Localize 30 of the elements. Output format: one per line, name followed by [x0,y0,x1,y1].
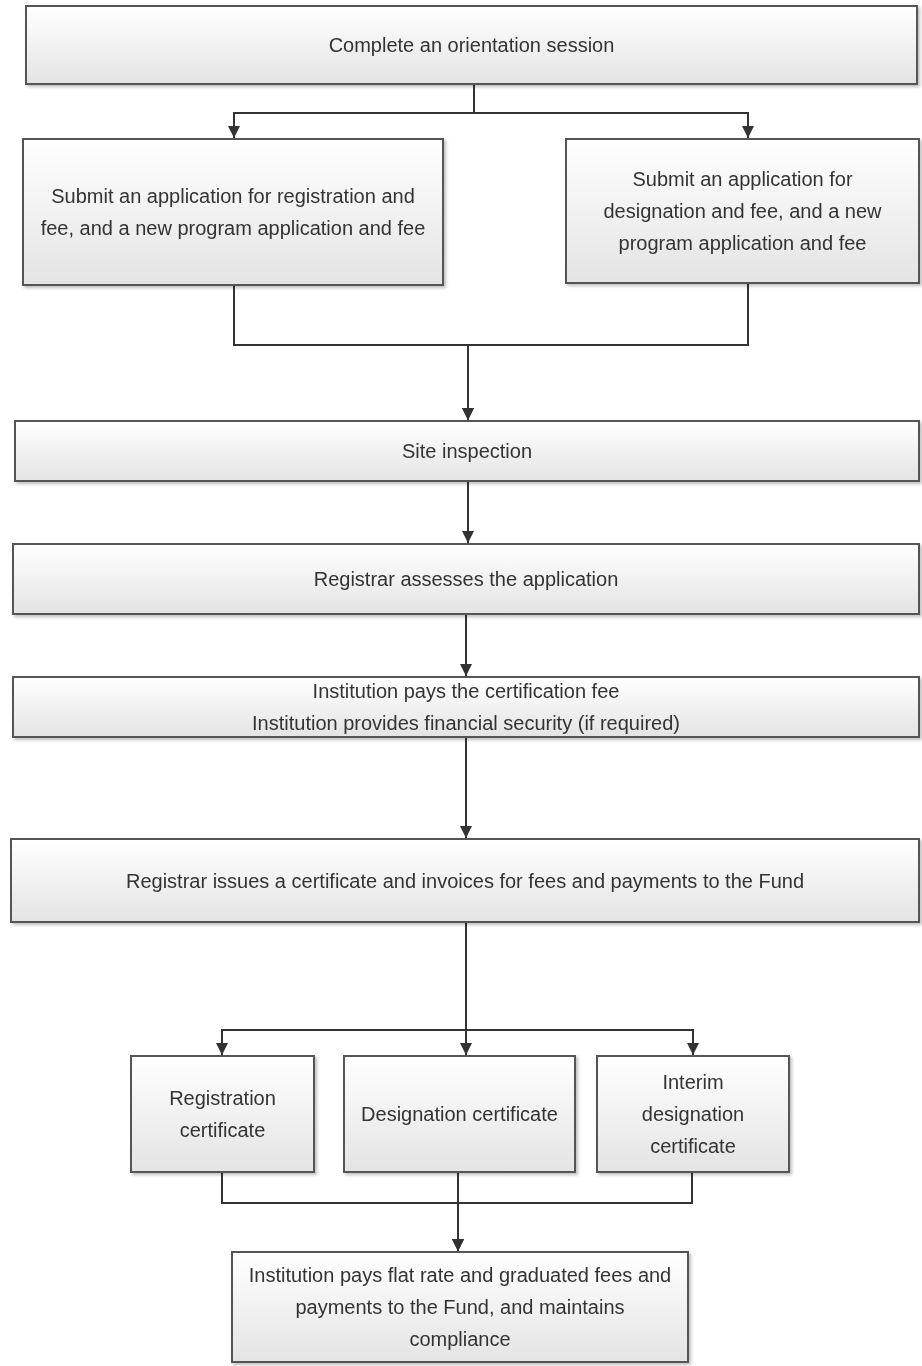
process-box [22,138,444,286]
arrow [465,922,699,1056]
process-box [25,5,918,85]
arrow [460,737,472,839]
arrow [473,84,754,139]
process-box [14,420,920,482]
process-box [10,838,920,923]
arrow [452,1172,693,1252]
arrow [460,614,472,677]
process-box [231,1251,689,1363]
process-box [343,1055,576,1173]
box-text: Registration certificate [168,1086,277,1143]
process-box [596,1055,790,1173]
box-text: Institution pays flat rate and graduated fees and payments to the Fund, and maintains compliance [247,1263,673,1352]
box-text: Submit an application for designation and fee, and a new program application and fee [602,167,883,256]
box-text: Complete an orientation session [328,33,615,58]
arrow [462,283,749,421]
process-box [12,543,920,615]
box-text: Interim designation certificate [640,1070,746,1159]
box-text: Submit an application for registration and fee, and a new program application and fee [39,184,427,241]
box-text: Registrar assesses the application [313,567,619,592]
box-text: Site inspection [401,439,533,464]
box-text: Registrar issues a certificate and invoices for fees and payments to the Fund [125,868,805,894]
process-box [12,676,920,738]
arrow [462,481,474,544]
process-box [130,1055,315,1173]
process-box [565,138,920,284]
box-text: Institution provides financial security (if required) [252,711,680,736]
box-text: Designation certificate [361,1102,558,1127]
box-text: Institution pays the certification fee [312,679,620,704]
